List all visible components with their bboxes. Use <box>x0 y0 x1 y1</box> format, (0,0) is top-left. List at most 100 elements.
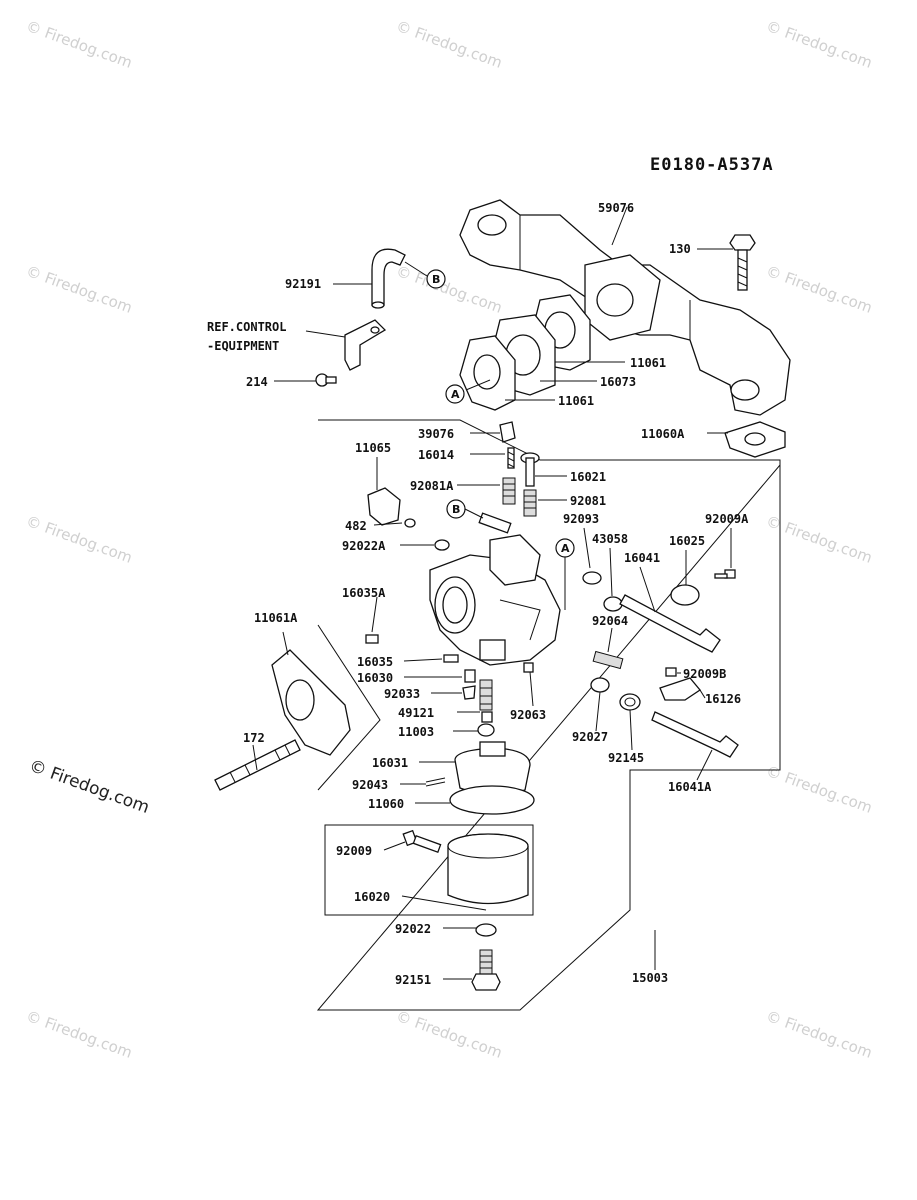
label-16073: 16073 <box>600 375 636 389</box>
part-float-bowl-16020 <box>447 833 529 905</box>
callout-b-top: B <box>426 269 446 289</box>
label-49121: 49121 <box>398 706 434 720</box>
part-plate-16126 <box>659 677 701 701</box>
part-gasket-11060A <box>724 421 786 458</box>
label-16021: 16021 <box>570 470 606 484</box>
label-172: 172 <box>243 731 265 745</box>
label-15003: 15003 <box>632 971 668 985</box>
label-92093: 92093 <box>563 512 599 526</box>
label-130: 130 <box>669 242 691 256</box>
label-92009A: 92009A <box>705 512 749 526</box>
label-11060A: 11060A <box>641 427 685 441</box>
part-gaskets-insulator <box>459 294 591 411</box>
watermark-text: © Firedog.com <box>24 1007 135 1062</box>
label-92191: 92191 <box>285 277 321 291</box>
callout-b-body: B <box>446 499 466 519</box>
callout-a-body: A <box>555 538 575 558</box>
ref-note-line-1: REF.CONTROL <box>207 320 286 334</box>
part-bolt-130 <box>729 234 756 291</box>
label-214: 214 <box>246 375 268 389</box>
svg-text:B: B <box>452 503 460 516</box>
svg-text:B: B <box>432 273 440 286</box>
label-16020: 16020 <box>354 890 390 904</box>
part-hose-92191 <box>371 248 406 309</box>
part-washer-92022A <box>434 539 450 551</box>
watermark-text: © Firedog.com <box>24 512 135 567</box>
watermark-text: © Firedog.com <box>394 17 505 72</box>
label-92081A: 92081A <box>410 479 454 493</box>
label-11003: 11003 <box>398 725 434 739</box>
watermark-text: © Firedog.com <box>394 1007 505 1062</box>
label-16035: 16035 <box>357 655 393 669</box>
part-screw-16035A <box>365 634 379 644</box>
part-screw-92064 <box>592 650 624 670</box>
watermark-text: © Firedog.com <box>764 262 875 317</box>
part-screw-16035 <box>443 654 459 663</box>
part-carburetor-body <box>429 534 561 666</box>
label-16014: 16014 <box>418 448 454 462</box>
label-11061A: 11061A <box>254 611 298 625</box>
label-11065: 11065 <box>355 441 391 455</box>
watermark-text: © Firedog.com <box>24 17 135 72</box>
label-92022A: 92022A <box>342 539 386 553</box>
label-11061-top: 11061 <box>630 356 666 370</box>
watermark-text: © Firedog.com <box>764 1007 875 1062</box>
part-washer-92022 <box>475 923 497 937</box>
diagram-code: E0180-A537A <box>650 155 774 175</box>
label-16126: 16126 <box>705 692 741 706</box>
label-92033: 92033 <box>384 687 420 701</box>
callout-leader-lines <box>404 261 566 610</box>
part-stack-jets <box>499 421 540 517</box>
label-92043: 92043 <box>352 778 388 792</box>
label-16030: 16030 <box>357 671 393 685</box>
part-float-16031 <box>454 741 531 796</box>
part-bolt-92009 <box>402 829 442 854</box>
watermark-text-main: © Firedog.com <box>26 756 152 818</box>
label-43058: 43058 <box>592 532 628 546</box>
gasket-bracket-line <box>317 624 381 791</box>
svg-text:A: A <box>451 388 460 401</box>
part-intake-pipe <box>459 199 791 416</box>
label-11060: 11060 <box>368 797 404 811</box>
part-screw-92009A <box>714 569 736 579</box>
watermark-text: © Firedog.com <box>24 262 135 317</box>
part-gasket-11060 <box>449 785 535 815</box>
part-spring-92145 <box>619 693 641 711</box>
label-92145: 92145 <box>608 751 644 765</box>
part-shaft-16041 <box>619 594 721 653</box>
label-92009B: 92009B <box>683 667 726 681</box>
label-16041A: 16041A <box>668 780 712 794</box>
part-stud-172 <box>214 739 301 791</box>
label-92022: 92022 <box>395 922 431 936</box>
float-bowl-box <box>324 824 534 916</box>
ref-note-line-2: -EQUIPMENT <box>207 339 279 353</box>
label-92063: 92063 <box>510 708 546 722</box>
part-bracket-control <box>315 319 387 387</box>
label-39076: 39076 <box>418 427 454 441</box>
svg-text:A: A <box>561 542 570 555</box>
part-plate-16025 <box>670 584 700 606</box>
part-oring-92093 <box>582 571 602 585</box>
part-labels: 59076 130 92191 REF.CONTROL -EQUIPMENT 2… <box>207 201 749 987</box>
part-bolt-92151 <box>471 949 501 991</box>
part-main-jet-stack <box>462 669 495 737</box>
label-92081: 92081 <box>570 494 606 508</box>
part-breather-tube <box>478 512 512 534</box>
label-92064: 92064 <box>592 614 628 628</box>
part-cap-11065 <box>367 487 416 528</box>
label-92151: 92151 <box>395 973 431 987</box>
label-92027: 92027 <box>572 730 608 744</box>
part-screw-92009B <box>665 667 677 677</box>
part-pin-92043 <box>425 777 446 787</box>
leader-lines <box>252 206 733 980</box>
part-92027 <box>590 677 610 693</box>
part-shaft-16041A <box>651 711 739 758</box>
label-16041: 16041 <box>624 551 660 565</box>
label-11061-bottom: 11061 <box>558 394 594 408</box>
watermark-text: © Firedog.com <box>394 262 505 317</box>
callout-a-top: A <box>445 384 465 404</box>
label-59076: 59076 <box>598 201 634 215</box>
watermark-text: © Firedog.com <box>764 17 875 72</box>
